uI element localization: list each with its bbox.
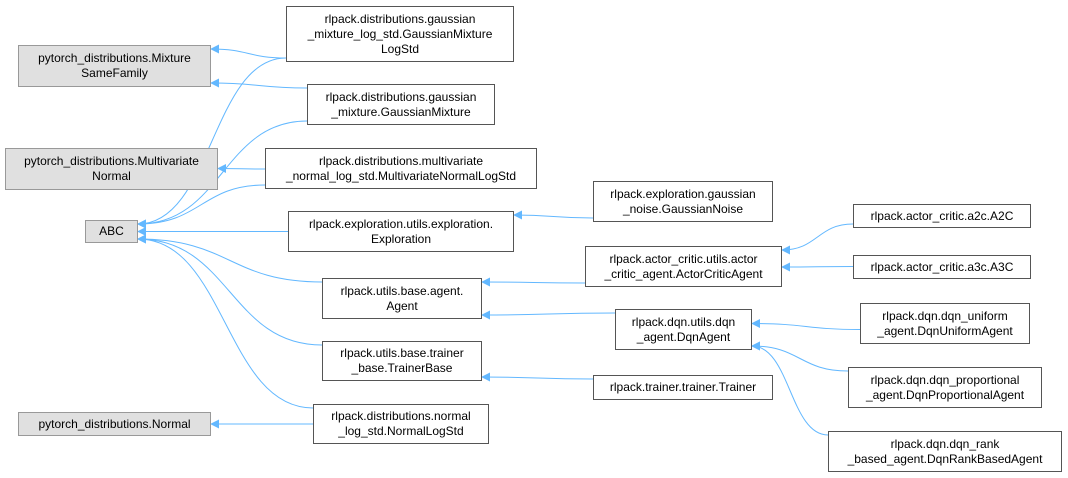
node-dqn-agent[interactable]: rlpack.dqn.utils.dqn _agent.DqnAgent (615, 309, 752, 350)
node-label-line: rlpack.actor_critic.utils.actor (609, 251, 758, 266)
node-label-line: _agent.DqnAgent (636, 329, 731, 344)
node-gaussian-mixture[interactable]: rlpack.distributions.gaussian _mixture.G… (307, 84, 495, 125)
node-label-line: _mixture_log_std.GaussianMixture (307, 26, 493, 41)
edge-trainer-to-trainer_base (481, 372, 594, 382)
edge-dqn_rank_based-to-dqn_agent (751, 341, 829, 436)
edge-normal_log_std-to-abc (137, 234, 314, 409)
edge-gaussian_mixture-to-mixture_same_family (210, 78, 308, 89)
node-normal-log-std[interactable]: rlpack.distributions.normal _log_std.Nor… (313, 404, 489, 444)
node-label-line: rlpack.dqn.dqn_rank (890, 436, 1000, 451)
edge-dqn_agent-to-agent (481, 310, 616, 320)
node-dqn-rank-based-agent[interactable]: rlpack.dqn.dqn_rank _based_agent.DqnRank… (828, 431, 1062, 472)
edge-gaussian_mixture_log_std-to-mixture_same_family (210, 44, 287, 59)
node-mixture-same-family[interactable]: pytorch_distributions.Mixture SameFamily (18, 45, 211, 87)
node-label-line: _log_std.NormalLogStd (338, 424, 464, 438)
node-label-line: SameFamily (81, 66, 148, 80)
node-label-line: _critic_agent.ActorCriticAgent (604, 266, 763, 281)
edge-dqn_uniform-to-dqn_agent (751, 319, 861, 330)
edge-multivariate_normal_log_std-to-multivariate_normal (217, 164, 266, 174)
node-label-line: rlpack.actor_critic.a2c.A2C (870, 208, 1014, 223)
node-normal[interactable]: pytorch_distributions.Normal (18, 412, 211, 436)
node-label-line: rlpack.trainer.trainer.Trainer (609, 380, 757, 394)
node-label-line: _mixture.GaussianMixture (331, 104, 471, 119)
node-a2c[interactable]: rlpack.actor_critic.a2c.A2C (853, 204, 1031, 228)
node-label-line: pytorch_distributions.Normal (38, 416, 191, 431)
node-dqn-uniform-agent[interactable]: rlpack.dqn.dqn_uniform _agent.DqnUniform… (860, 303, 1030, 344)
node-a3c[interactable]: rlpack.actor_critic.a3c.A3C (853, 255, 1031, 279)
node-trainer-base[interactable]: rlpack.utils.base.trainer _base.TrainerB… (322, 341, 482, 381)
node-label-line: LogStd (380, 41, 420, 56)
node-gaussian-mixture-log-std[interactable]: rlpack.distributions.gaussian _mixture_l… (286, 6, 514, 62)
node-label-line: rlpack.dqn.dqn_uniform (882, 308, 1008, 323)
node-label-line: rlpack.actor_critic.a3c.A3C (870, 259, 1014, 274)
node-multivariate-normal[interactable]: pytorch_distributions.Multivariate Norma… (5, 148, 218, 190)
node-label-line: ABC (99, 224, 124, 238)
edge-gaussian_noise-to-exploration (513, 210, 594, 220)
edge-gaussian_mixture-to-abc (137, 120, 308, 229)
node-label-line: _agent.DqnProportionalAgent (865, 387, 1025, 402)
edge-dqn_proportional-to-dqn_agent (751, 341, 849, 372)
node-label-line: pytorch_distributions.Multivariate (24, 154, 199, 168)
node-label-line: _normal_log_std.MultivariateNormalLogStd (285, 168, 517, 183)
edge-a2c-to-actor_critic_agent (781, 223, 854, 255)
edge-agent-to-abc (137, 234, 323, 283)
node-label-line: rlpack.dqn.dqn_proportional (870, 372, 1020, 387)
node-actor-critic-agent[interactable]: rlpack.actor_critic.utils.actor _critic_… (585, 246, 782, 287)
node-exploration[interactable]: rlpack.exploration.utils.exploration. Ex… (288, 211, 514, 252)
node-label-line: rlpack.distributions.gaussian (325, 89, 477, 104)
edge-a3c-to-actor_critic_agent (781, 262, 854, 272)
node-label-line: rlpack.exploration.utils.exploration. (308, 216, 494, 231)
node-label-line: _based_agent.DqnRankBasedAgent (847, 451, 1043, 466)
node-label-line: rlpack.distributions.multivariate (318, 153, 484, 168)
node-label-line: rlpack.utils.base.trainer (340, 346, 464, 360)
node-abc[interactable]: ABC (85, 220, 138, 243)
node-label-line: rlpack.exploration.gaussian (610, 186, 756, 201)
node-label-line: Normal (92, 169, 131, 183)
edge-actor_critic_agent-to-agent (481, 277, 586, 287)
node-multivariate-normal-log-std[interactable]: rlpack.distributions.multivariate _norma… (265, 148, 537, 189)
node-label-line: _base.TrainerBase (351, 361, 453, 375)
edge-trainer_base-to-abc (137, 234, 323, 346)
node-label-line: rlpack.utils.base.agent. (340, 283, 464, 298)
node-label-line: pytorch_distributions.Mixture (38, 51, 191, 65)
node-label-line: rlpack.distributions.normal (331, 409, 471, 423)
node-dqn-proportional-agent[interactable]: rlpack.dqn.dqn_proportional _agent.DqnPr… (848, 367, 1042, 408)
node-label-line: Exploration (370, 231, 432, 246)
node-label-line: _noise.GaussianNoise (622, 201, 744, 216)
node-label-line: rlpack.dqn.utils.dqn (631, 314, 736, 329)
node-gaussian-noise[interactable]: rlpack.exploration.gaussian _noise.Gauss… (593, 181, 773, 222)
node-agent[interactable]: rlpack.utils.base.agent. Agent (322, 278, 482, 319)
node-label-line: Agent (386, 298, 418, 313)
node-label-line: rlpack.distributions.gaussian (324, 11, 476, 26)
node-trainer[interactable]: rlpack.trainer.trainer.Trainer (593, 375, 773, 400)
edge-gaussian_mixture_log_std-to-abc (137, 57, 287, 229)
node-label-line: _agent.DqnUniformAgent (877, 323, 1013, 338)
edge-multivariate_normal_log_std-to-abc (137, 184, 266, 229)
